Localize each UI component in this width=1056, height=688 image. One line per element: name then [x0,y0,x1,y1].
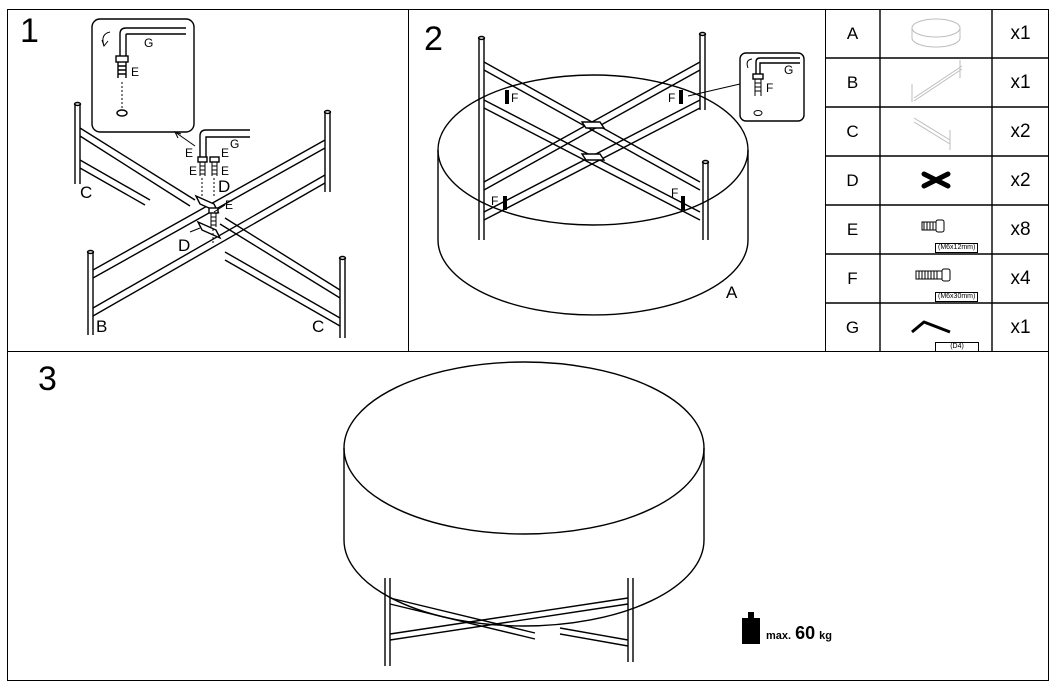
cross-connector-icon [921,171,951,189]
label-g-zoom-2: G [784,63,794,77]
label-e-2: E [221,146,230,160]
part-b-rail-icon [911,60,963,102]
weight-icon [742,612,760,644]
label-e-3: E [189,164,198,178]
step-1-number: 1 [20,12,39,50]
part-c-rail-icon [913,117,951,150]
part-qty: x1 [1010,71,1031,93]
part-qty: x1 [1010,316,1031,338]
part-qty: x2 [1010,120,1031,142]
parts-row-e: E x8 [825,205,1049,254]
max-load-value: 60 [795,623,816,643]
part-letter: C [846,121,859,141]
part-letter: A [846,23,859,43]
label-f-2: F [668,91,676,105]
label-d-lower: D [178,236,191,255]
parts-row-g: G x1 [825,303,1049,352]
label-d-upper: D [218,177,231,196]
part-qty: x8 [1010,218,1031,240]
label-e-zoom: E [131,65,140,79]
step-3-panel [7,351,1049,681]
label-f-4: F [671,186,679,200]
step-3-number: 3 [38,360,57,398]
part-e-spec: (M6x12mm) [935,243,979,253]
label-c-right: C [312,317,325,336]
part-qty: x2 [1010,169,1031,191]
part-a-tabletop-icon [911,18,961,48]
label-a: A [726,283,738,302]
label-e-4: E [221,164,230,178]
part-letter: G [845,317,860,337]
label-g-main: G [230,137,240,151]
parts-row-a: A x1 [825,9,1049,58]
max-load-prefix: max. [766,630,792,642]
label-b: B [96,317,108,336]
part-letter: D [846,170,859,190]
part-letter: E [846,219,859,239]
parts-row-b: B x1 [825,58,1049,107]
max-load-unit: kg [819,630,832,642]
label-g-zoom: G [144,36,154,50]
part-letter: F [847,268,858,288]
label-e-5: E [225,198,234,212]
part-qty: x1 [1010,22,1031,44]
label-f-3: F [491,194,499,208]
parts-row-d: D x2 [825,156,1049,205]
label-f-1: F [511,91,519,105]
parts-row-c: C x2 [825,107,1049,156]
hex-key-icon [911,320,951,334]
screw-icon [921,219,945,233]
part-letter: B [846,72,859,92]
label-c-left: C [80,183,93,202]
step-2-number: 2 [424,20,443,58]
label-e-1: E [185,146,194,160]
part-f-spec: (M6x30mm) [935,292,979,302]
parts-row-f: F x4 [825,254,1049,303]
label-f-5: F [766,81,774,95]
part-qty: x4 [1010,267,1031,289]
long-screw-icon [915,268,951,282]
max-load-label: max. 60 kg [766,623,832,644]
part-g-spec: (D4) [935,342,979,352]
